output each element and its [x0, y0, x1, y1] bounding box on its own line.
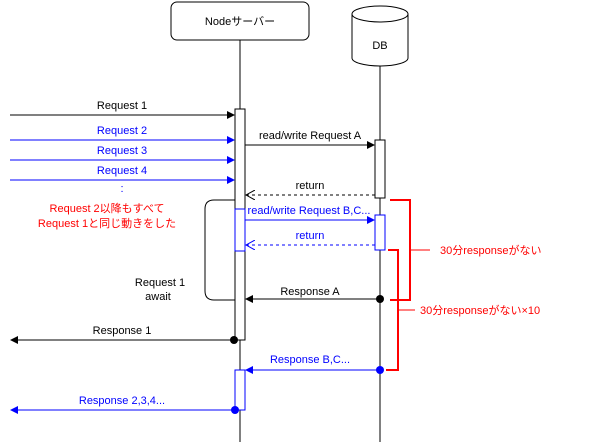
response234-label: Response 2,3,4...: [79, 395, 165, 407]
request1-label: Request 1: [97, 100, 147, 112]
db-participant: DB: [351, 5, 409, 67]
note-same-behavior-line1: Request 2以降もすべて: [50, 201, 165, 215]
return-bc-label: return: [296, 230, 325, 242]
await-frame: [204, 199, 240, 301]
response1-label: Response 1: [93, 325, 152, 337]
rw-request-a-label: read/write Request A: [259, 130, 362, 142]
db-activation-bc: [374, 214, 386, 251]
request3-label: Request 3: [97, 145, 147, 157]
note-no-response-x10: 30分responseがない×10: [420, 303, 540, 317]
node-label: Nodeサーバー: [205, 15, 275, 28]
return-a-label: return: [296, 180, 325, 192]
db-activation-a: [374, 139, 386, 199]
bracket-no-response-bc: [386, 249, 399, 371]
node-participant: Nodeサーバー: [170, 1, 310, 41]
response-bc-label: Response B,C...: [270, 354, 350, 366]
db-label: DB: [372, 40, 387, 52]
rw-request-bc-label: read/write Request B,C...: [248, 205, 371, 217]
node-activation-blue: [234, 208, 246, 252]
await-label-line1: Request 1: [135, 277, 185, 289]
response-a-label: Response A: [280, 286, 340, 298]
note-no-response: 30分responseがない: [440, 243, 542, 257]
note-same-behavior-line2: Request 1と同じ動きをした: [38, 216, 176, 230]
request4-label: Request 4: [97, 165, 147, 177]
request2-label: Request 2: [97, 125, 147, 137]
await-label-line2: await: [145, 291, 171, 303]
more-requests-dots: :: [120, 183, 123, 195]
node-activation-late: [234, 369, 246, 411]
